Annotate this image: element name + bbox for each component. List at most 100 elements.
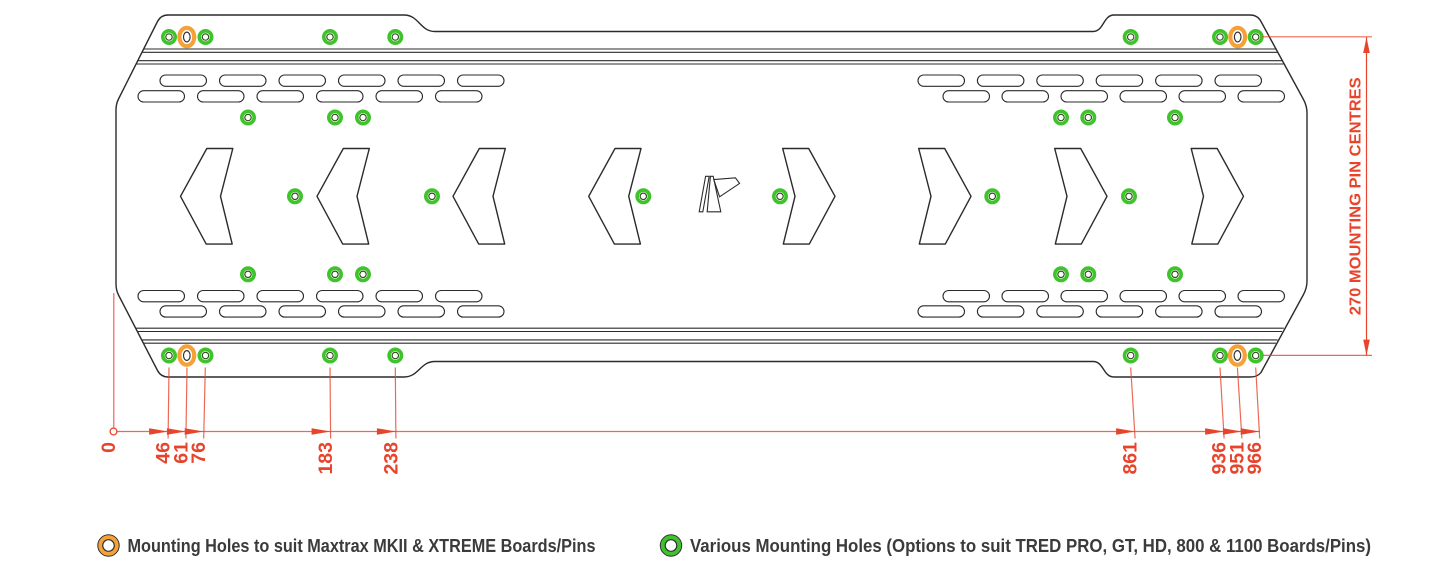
mounting-hole-orange <box>1228 25 1248 49</box>
mounting-hole-green <box>197 347 214 364</box>
dimension-label: 951 <box>1226 442 1248 475</box>
slot-cutout <box>397 74 446 87</box>
dimension-arrow <box>166 428 186 435</box>
brand-logo <box>698 175 741 213</box>
mounting-hole-green <box>1053 109 1070 126</box>
mounting-hole-green <box>1053 266 1070 283</box>
slot-cutout <box>1178 90 1227 103</box>
logo-stroke-left <box>698 175 710 213</box>
legend-orange-hole-icon <box>97 534 120 557</box>
dimension-arrow <box>311 428 331 435</box>
slot-cutout <box>315 90 364 103</box>
mounting-hole-green <box>1247 28 1264 45</box>
slot-cutout <box>1237 90 1286 103</box>
logo-stroke-middle <box>706 175 722 213</box>
logo-arm <box>713 177 741 198</box>
slot-cutout <box>942 90 991 103</box>
slot-cutout <box>159 305 208 318</box>
dimension-arrow <box>376 428 396 435</box>
mounting-hole-green <box>161 347 178 364</box>
dimension-label: 183 <box>315 442 337 475</box>
chevron-cutout <box>452 147 506 245</box>
dimension-label: 966 <box>1244 442 1266 475</box>
slot-cutout <box>1155 74 1203 87</box>
legend-maxtrax-label: Mounting Holes to suit Maxtrax MKII & XT… <box>128 536 596 556</box>
slot-cutout <box>1095 74 1144 87</box>
slot-cutout <box>1155 305 1203 318</box>
origin-marker <box>109 427 118 436</box>
dimension-leader <box>203 367 206 439</box>
dimension-arrow <box>1222 428 1242 435</box>
legend-green-hole-icon <box>659 534 683 557</box>
slot-cutout <box>1095 305 1144 318</box>
slot-cutout <box>434 90 483 103</box>
mounting-hole-green <box>286 188 303 205</box>
slot-cutout <box>218 305 267 318</box>
vertical-arrow-down <box>1363 339 1370 356</box>
slot-cutout <box>137 289 186 303</box>
legend: Mounting Holes to suit Maxtrax MKII & XT… <box>97 534 1371 557</box>
dimension-arrow <box>1205 428 1225 435</box>
mounting-hole-green <box>240 109 257 126</box>
dimension-leader <box>167 367 170 439</box>
mounting-hole-green <box>161 28 178 45</box>
chevron-cutout <box>782 147 836 245</box>
legend-tred-label: Various Mounting Holes (Options to suit … <box>690 536 1371 556</box>
mounting-hole-green <box>326 109 343 126</box>
mounting-hole-green <box>984 188 1001 205</box>
slot-cutout <box>278 74 327 87</box>
slot-cutout <box>315 289 364 303</box>
dimension-leader <box>1236 367 1243 439</box>
mounting-hole-green <box>1080 109 1097 126</box>
dimension-leader <box>394 367 397 439</box>
vertical-dimension-label: 270 MOUNTING PIN CENTRES <box>1348 77 1365 315</box>
dimension-label: 238 <box>380 442 402 475</box>
mounting-hole-orange <box>177 25 197 49</box>
mounting-hole-green <box>1080 266 1097 283</box>
slot-cutout <box>337 74 386 87</box>
slot-cutout <box>218 74 267 87</box>
dimension-arrow <box>184 428 204 435</box>
mounting-hole-orange <box>177 344 197 367</box>
slot-cutout <box>278 305 327 318</box>
mounting-hole-green <box>321 347 338 364</box>
mounting-hole-green <box>1247 347 1264 364</box>
mounting-hole-green <box>240 266 257 283</box>
slot-cutout <box>375 90 424 103</box>
vertical-arrow-up <box>1363 37 1370 53</box>
slot-cutout <box>976 74 1025 87</box>
chevron-cutout <box>1190 147 1245 245</box>
dimension-label: 936 <box>1209 442 1231 475</box>
bend-lines <box>136 48 1284 344</box>
dimension-arrow <box>149 428 169 435</box>
plate-outline <box>115 14 1308 378</box>
mounting-hole-green <box>1167 109 1184 126</box>
slot-cutout <box>196 90 245 103</box>
slot-cutout <box>196 289 245 303</box>
slot-cutouts <box>137 74 1286 318</box>
slot-cutout <box>1036 305 1084 318</box>
vertical-dimension: 270 MOUNTING PIN CENTRES <box>1262 36 1372 356</box>
mounting-hole-green <box>1121 188 1138 205</box>
slot-cutout <box>1036 74 1084 87</box>
slot-cutout <box>1119 90 1168 103</box>
mounting-hole-green <box>1212 28 1229 45</box>
slot-cutout <box>1178 289 1227 303</box>
dimension-arrow <box>1116 428 1136 435</box>
slot-cutout <box>434 289 483 303</box>
mounting-hole-green <box>1122 347 1139 364</box>
dimension-leader <box>1130 367 1136 439</box>
slot-cutout <box>375 289 424 303</box>
chevron-cutout <box>316 147 370 245</box>
dimension-arrow <box>1240 428 1260 435</box>
chevron-cutout <box>1054 147 1108 245</box>
slot-cutout <box>917 305 966 318</box>
chevron-cutouts <box>179 147 1245 245</box>
mounting-hole-green <box>387 28 404 45</box>
slot-cutout <box>137 90 186 103</box>
mounting-hole-green <box>354 109 371 126</box>
slot-cutout <box>337 305 386 318</box>
